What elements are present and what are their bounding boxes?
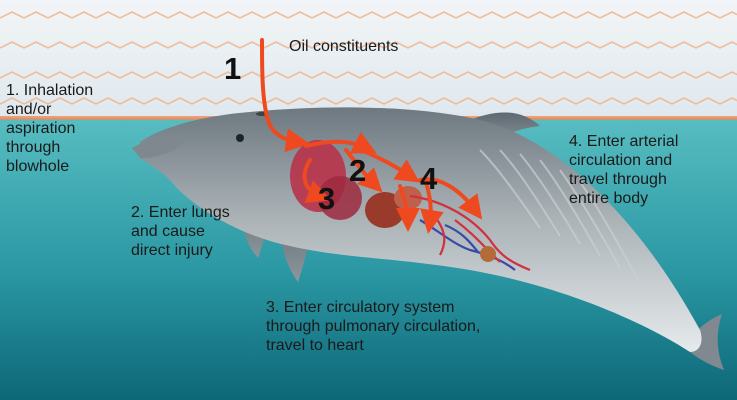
step-2-label: 2. Enter lungs and cause direct injury: [131, 203, 230, 260]
step-3-label: 3. Enter circulatory system through pulm…: [266, 298, 480, 355]
step-number-4: 4: [420, 163, 437, 195]
step-number-3: 3: [318, 183, 335, 215]
oil-constituents-label: Oil constituents: [289, 37, 398, 56]
step-number-2: 2: [349, 155, 366, 187]
step-1-label: 1. Inhalation and/or aspiration through …: [6, 81, 93, 176]
step-number-1: 1: [224, 53, 241, 85]
dolphin-eye: [236, 134, 244, 142]
step-4-label: 4. Enter arterial circulation and travel…: [569, 132, 678, 208]
